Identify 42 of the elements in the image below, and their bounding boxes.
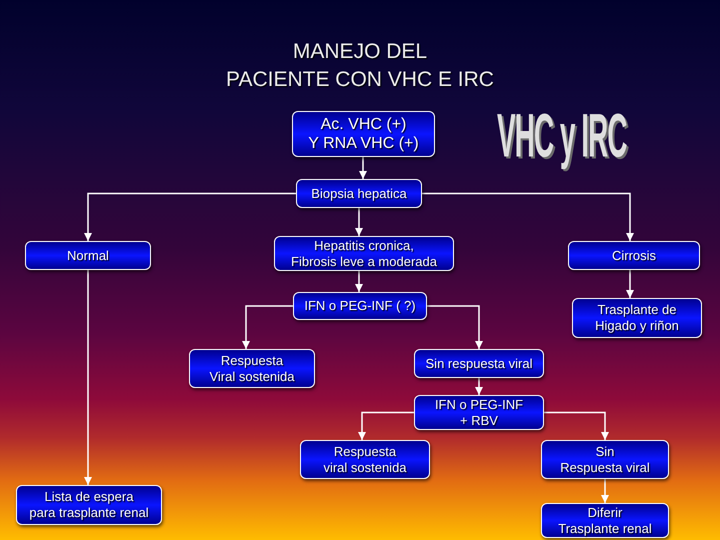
box-label: Trasplante de Higado y riñon xyxy=(595,302,679,334)
arrow xyxy=(84,270,92,485)
box-label: Respuesta Viral sostenida xyxy=(209,352,295,384)
process-box xyxy=(292,111,435,157)
process-box xyxy=(189,349,315,388)
process-box xyxy=(300,440,430,479)
arrow xyxy=(626,270,634,298)
arrow xyxy=(475,378,483,395)
box-label: Sin respuesta viral xyxy=(426,356,532,372)
process-box xyxy=(414,395,544,430)
box-label: Diferir Trasplante renal xyxy=(558,504,652,536)
title: MANEJO DEL PACIENTE CON VHC E IRC xyxy=(225,39,495,93)
arrow xyxy=(84,192,296,241)
arrow xyxy=(601,479,609,503)
process-box xyxy=(541,503,669,538)
process-box xyxy=(568,241,700,270)
arrow xyxy=(427,305,483,349)
process-box xyxy=(274,236,454,271)
process-box xyxy=(296,179,422,208)
process-box xyxy=(414,349,544,378)
box-label: Respuesta viral sostenida xyxy=(323,444,407,476)
process-box xyxy=(25,241,151,270)
arrow xyxy=(242,305,293,349)
process-box xyxy=(541,440,669,479)
box-label: Cirrosis xyxy=(612,248,656,264)
box-label: Ac. VHC (+) Y RNA VHC (+) xyxy=(308,115,419,153)
arrow xyxy=(359,157,367,179)
box-label: Sin Respuesta viral xyxy=(560,444,650,476)
arrow xyxy=(422,192,634,241)
arrow xyxy=(358,412,414,440)
arrow xyxy=(355,271,363,292)
arrow xyxy=(355,208,363,236)
box-label: Normal xyxy=(67,248,109,264)
box-label: IFN o PEG-INF ( ?) xyxy=(304,298,416,314)
process-box xyxy=(293,292,427,320)
arrow xyxy=(544,412,609,440)
box-label: Hepatitis cronica, Fibrosis leve a moderada xyxy=(291,238,437,270)
box-label: Biopsia hepatica xyxy=(311,186,407,202)
process-box xyxy=(16,485,162,525)
process-box xyxy=(572,298,702,338)
box-label: Lista de espera para trasplante renal xyxy=(29,489,149,521)
box-label: IFN o PEG-INF + RBV xyxy=(434,396,524,428)
